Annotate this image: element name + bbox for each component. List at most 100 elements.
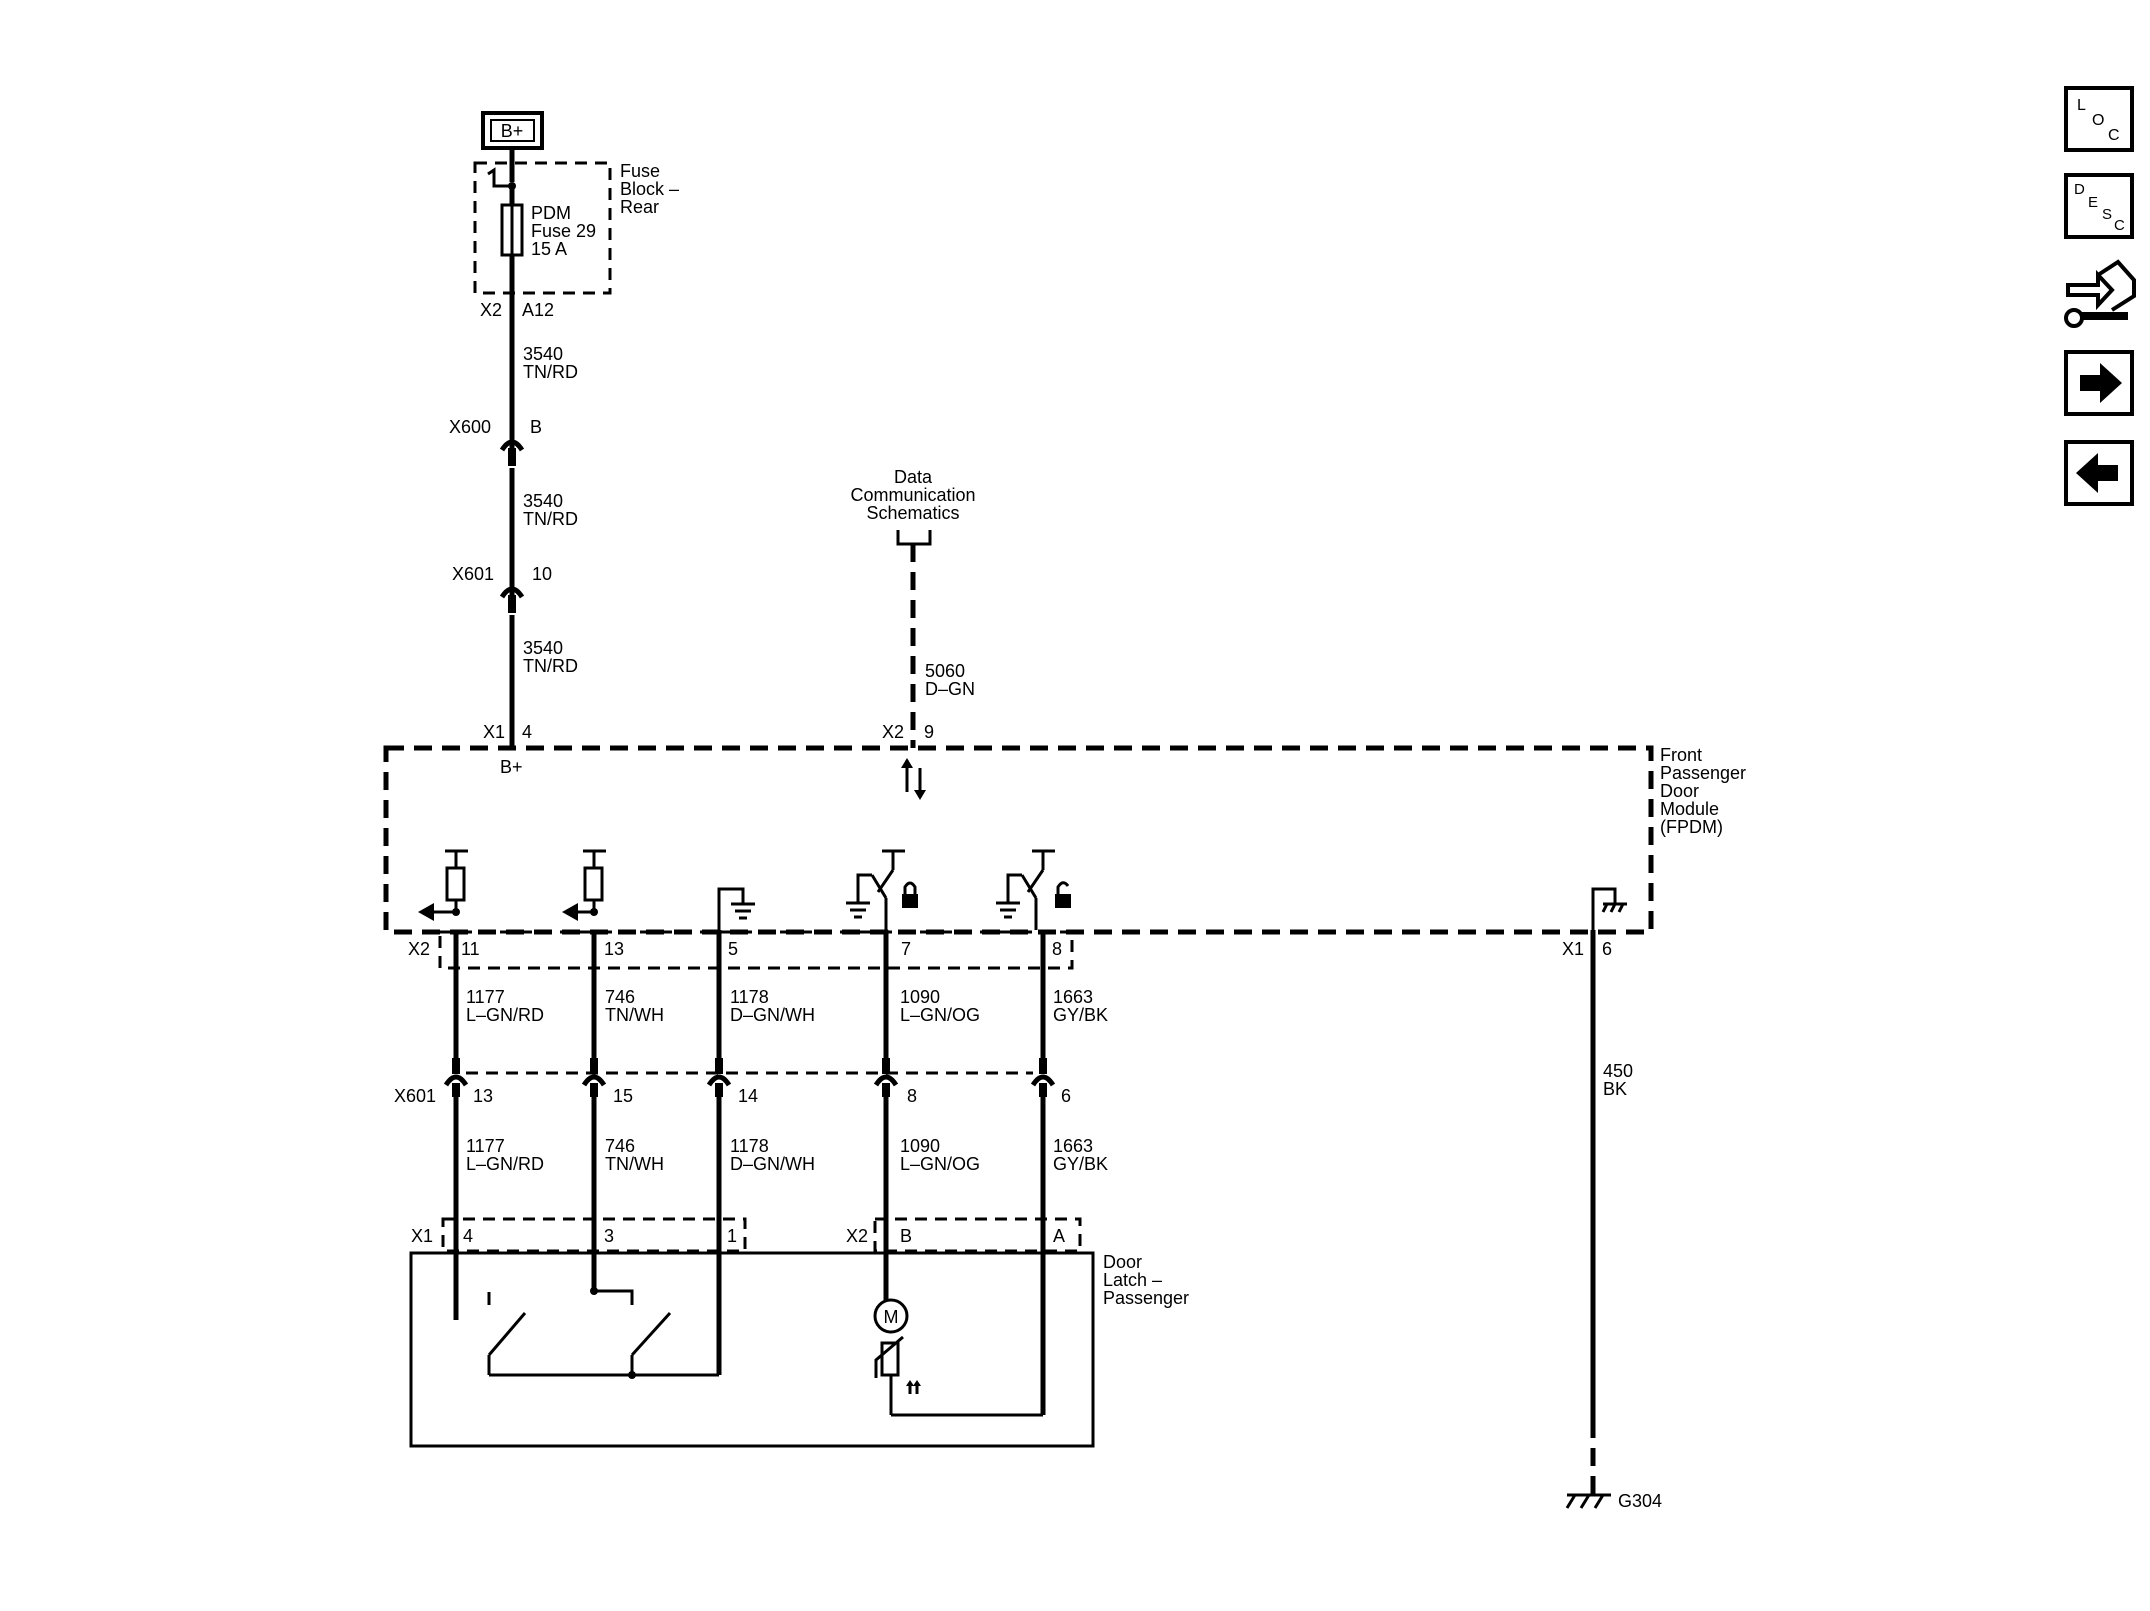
signal-arrow-icon — [562, 903, 578, 921]
latch-x1-pin-4: 4 — [463, 1226, 473, 1246]
chassis-ground-icon — [1565, 1480, 1611, 1509]
color-1178-top: D–GN/WH — [730, 1005, 815, 1025]
pull-up-resistor-2 — [562, 849, 606, 921]
circuit-1663-top: 1663 — [1053, 987, 1093, 1007]
unlock-driver-switch — [996, 849, 1071, 930]
color-746-top: TN/WH — [605, 1005, 664, 1025]
lock-driver-switch — [846, 849, 918, 930]
circuit-1177-top: 1177 — [466, 987, 505, 1007]
latch-x1-pin-1: 1 — [727, 1226, 737, 1246]
x601-mid-pin-6: 6 — [1061, 1086, 1071, 1106]
signal-arrow-icon — [418, 903, 434, 921]
wire-3540-circuit-1: 3540 — [523, 344, 563, 364]
x600-pin: B — [530, 417, 542, 437]
desc-letter-e: E — [2088, 194, 2098, 211]
x601-mid-pin-13: 13 — [473, 1086, 493, 1106]
data-comm-circuit: 5060 — [925, 661, 965, 681]
loc-letter-l: L — [2077, 97, 2086, 114]
fpdm-bplus-pin: 4 — [522, 722, 532, 742]
fpdm-pin-5: 5 — [728, 939, 738, 959]
latch-line-1: Door — [1103, 1252, 1142, 1272]
circuit-wires — [453, 930, 1596, 1480]
latch-x2-pin-a: A — [1053, 1226, 1065, 1246]
wire-3540-color-2: TN/RD — [523, 509, 578, 529]
color-746-bottom: TN/WH — [605, 1154, 664, 1174]
fuse-block-rear: PDM Fuse 29 15 A Fuse Block – Rear — [473, 161, 679, 295]
connector-x600: X600 B — [449, 417, 542, 466]
data-communication-reference: Data Communication Schematics — [850, 467, 976, 546]
motor-icon — [873, 1298, 909, 1334]
ground-wire-color: BK — [1603, 1079, 1627, 1099]
fpdm-pin-11: 11 — [461, 939, 480, 959]
wire-3540-color-1: TN/RD — [523, 362, 578, 382]
connector-repair-icon[interactable] — [2064, 259, 2136, 328]
color-1090-bottom: L–GN/OG — [900, 1154, 980, 1174]
color-1663-bottom: GY/BK — [1053, 1154, 1108, 1174]
fuse-block-title-3: Rear — [620, 197, 659, 217]
x2-pin-stubs — [452, 1058, 1047, 1074]
x601-mid-pin-14: 14 — [738, 1086, 758, 1106]
ground-wire-circuit: 450 — [1603, 1061, 1633, 1081]
fuse-line-1: PDM — [531, 203, 571, 223]
location-button[interactable]: L O C — [2064, 86, 2134, 152]
data-comm-connector: X2 — [882, 722, 904, 742]
data-comm-line-1: Data — [894, 467, 933, 487]
lock-icon — [902, 894, 918, 908]
battery-positive-source: B+ — [481, 111, 544, 150]
unlock-icon — [1055, 894, 1071, 908]
latch-x2-label: X2 — [846, 1226, 868, 1246]
latch-x2-pin-b: B — [900, 1226, 912, 1246]
power-label: B+ — [501, 121, 524, 141]
back-button[interactable] — [2064, 440, 2134, 506]
bidirectional-data-icon — [901, 758, 926, 800]
front-passenger-door-module: Front Passenger Door Module (FPDM) — [383, 745, 1746, 935]
color-1090-top: L–GN/OG — [900, 1005, 980, 1025]
fpdm-line-1: Front — [1660, 745, 1702, 765]
circuit-1178-bottom: 1178 — [730, 1136, 769, 1156]
description-button[interactable]: D E S C — [2064, 173, 2134, 239]
data-comm-color: D–GN — [925, 679, 975, 699]
fpdm-line-2: Passenger — [1660, 763, 1746, 783]
desc-letter-s: S — [2102, 206, 2112, 223]
latch-x1-pin-3: 3 — [604, 1226, 614, 1246]
color-1663-top: GY/BK — [1053, 1005, 1108, 1025]
color-1178-bottom: D–GN/WH — [730, 1154, 815, 1174]
circuit-1090-top: 1090 — [900, 987, 940, 1007]
circuit-1177-bottom: 1177 — [466, 1136, 505, 1156]
loc-letter-c: C — [2108, 127, 2120, 144]
color-1177-bottom: L–GN/RD — [466, 1154, 544, 1174]
x601-mid-name: X601 — [394, 1086, 436, 1106]
wire-3540-circuit-2: 3540 — [523, 491, 563, 511]
loc-letter-o: O — [2092, 112, 2104, 129]
fuse-line-3: 15 A — [531, 239, 567, 259]
wire-3540-color-3: TN/RD — [523, 656, 578, 676]
connector-x601-middle — [443, 1071, 1056, 1097]
data-comm-line-3: Schematics — [866, 503, 959, 523]
circuit-1178-top: 1178 — [730, 987, 769, 1007]
color-1177-top: L–GN/RD — [466, 1005, 544, 1025]
fpdm-x1-label: X1 — [1562, 939, 1584, 959]
fpdm-bplus-connector: X1 — [483, 722, 505, 742]
data-comm-pin: 9 — [924, 722, 934, 742]
fpdm-x2-label: X2 — [408, 939, 430, 959]
latch-x2-connector — [873, 1217, 1082, 1253]
door-latch-passenger: M Door Latch – Passenger — [409, 1217, 1189, 1448]
fpdm-bplus-label: B+ — [500, 757, 523, 777]
latch-x1-label: X1 — [411, 1226, 433, 1246]
forward-button[interactable] — [2064, 350, 2134, 416]
connector-x601-top: X601 10 — [452, 564, 552, 613]
fuse-block-title-2: Block – — [620, 179, 679, 199]
pull-up-resistor-1 — [418, 849, 468, 921]
fpdm-pin-8: 8 — [1052, 939, 1062, 959]
circuit-1663-bottom: 1663 — [1053, 1136, 1093, 1156]
circuit-746-bottom: 746 — [605, 1136, 635, 1156]
arrow-right-icon — [2080, 363, 2122, 403]
latch-line-2: Latch – — [1103, 1270, 1162, 1290]
fpdm-pin-13: 13 — [604, 939, 624, 959]
fpdm-pin-7: 7 — [901, 939, 911, 959]
fpdm-line-5: (FPDM) — [1660, 817, 1723, 837]
fuse-pin: A12 — [522, 300, 554, 320]
internal-ground-icon — [717, 887, 755, 930]
x601-top-pin: 10 — [532, 564, 552, 584]
